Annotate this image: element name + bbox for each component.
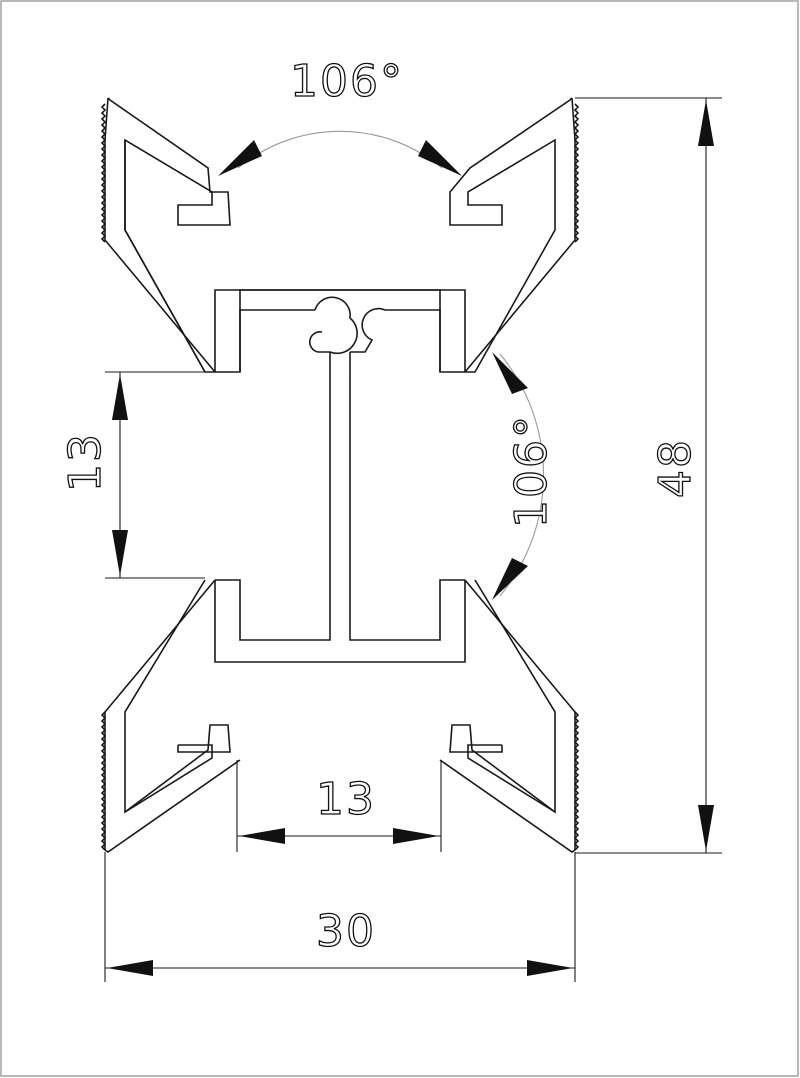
overall-height-arrow-bottom: [698, 805, 714, 851]
side-angle-dimension: 106°: [492, 352, 558, 600]
overall-width-arrow-left: [107, 960, 153, 976]
top-angle-arc: [237, 130, 443, 169]
inner-height-arrow-top: [112, 374, 128, 420]
inner-height-label: 13: [60, 432, 111, 492]
top-angle-dimension: 106°: [218, 55, 462, 176]
overall-height-label: 48: [650, 438, 701, 498]
side-angle-arrow-bottom: [492, 558, 528, 600]
serrated-edges: [100, 103, 580, 851]
inner-width-arrow-left: [239, 828, 285, 844]
overall-height-dimension: 48: [575, 97, 722, 854]
serration-right-upper: [573, 103, 580, 243]
overall-width-arrow-right: [527, 960, 573, 976]
inner-width-arrow-right: [393, 828, 439, 844]
inner-height-arrow-bottom: [112, 530, 128, 576]
overall-width-dimension: 30: [104, 852, 576, 982]
inner-width-label: 13: [316, 774, 376, 825]
overall-height-arrow-top: [698, 100, 714, 146]
top-angle-arrow-right: [418, 140, 462, 176]
top-angle-arrow-left: [218, 140, 262, 176]
inner-height-dimension: 13: [59, 371, 205, 579]
top-angle-label: 106°: [290, 56, 404, 107]
overall-width-label: 30: [316, 906, 376, 957]
side-angle-label: 106°: [506, 414, 557, 528]
profile-outline: [104, 97, 576, 853]
inner-width-dimension: 13: [236, 760, 442, 852]
side-angle-arrow-top: [492, 352, 528, 394]
serration-right-lower: [573, 711, 580, 851]
serration-left-upper: [100, 103, 107, 243]
serration-left-lower: [100, 711, 107, 851]
